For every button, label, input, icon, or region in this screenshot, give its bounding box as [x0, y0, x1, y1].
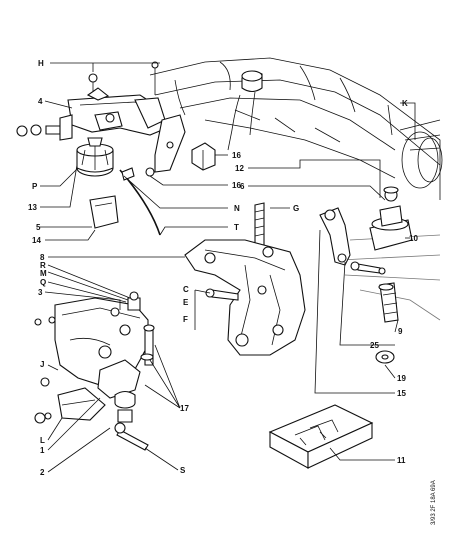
label-1: 1 — [40, 446, 45, 455]
reference-code: 3/93 2F 18A 69A — [431, 480, 437, 525]
right-mount-assembly — [319, 186, 413, 364]
label-3: 3 — [38, 288, 43, 297]
upper-mount-assembly — [16, 61, 216, 236]
label-2: 2 — [40, 468, 45, 477]
label-11: 11 — [397, 456, 406, 465]
callout-labels: H 4 P 13 5 14 16 16 N T 12 6 K G 10 8 R … — [28, 59, 418, 477]
label-17: 17 — [180, 404, 189, 413]
label-R: R — [40, 261, 46, 270]
label-25: 25 — [370, 341, 379, 350]
label-12: 12 — [235, 164, 244, 173]
label-M: M — [40, 269, 47, 278]
label-J: J — [40, 360, 44, 369]
label-E: E — [183, 298, 189, 307]
label-16-lower: 16 — [232, 181, 241, 190]
label-6: 6 — [240, 182, 245, 191]
label-K: K — [402, 99, 408, 108]
label-H: H — [38, 59, 44, 68]
label-13: 13 — [28, 203, 37, 212]
engine-block-outline — [149, 57, 443, 321]
label-10: 10 — [409, 234, 418, 243]
lower-mount-assembly — [34, 291, 155, 451]
label-S: S — [180, 466, 186, 475]
label-T: T — [234, 223, 239, 232]
reference-code-text: 3/93 2F 18A 69A — [431, 480, 437, 525]
label-P: P — [32, 182, 38, 191]
label-N: N — [234, 204, 240, 213]
hardware-kit-box — [268, 404, 374, 469]
label-Q: Q — [40, 278, 46, 287]
label-4: 4 — [38, 97, 43, 106]
label-9: 9 — [398, 327, 403, 336]
label-5: 5 — [36, 223, 41, 232]
label-C: C — [183, 285, 189, 294]
center-bracket-assembly — [184, 202, 306, 356]
label-L: L — [40, 436, 45, 445]
label-15: 15 — [397, 389, 406, 398]
label-19: 19 — [397, 374, 406, 383]
label-G: G — [293, 204, 299, 213]
label-16-upper: 16 — [232, 151, 241, 160]
label-14: 14 — [32, 236, 41, 245]
label-F: F — [183, 315, 188, 324]
leader-lines — [40, 62, 416, 473]
label-8: 8 — [40, 253, 45, 262]
